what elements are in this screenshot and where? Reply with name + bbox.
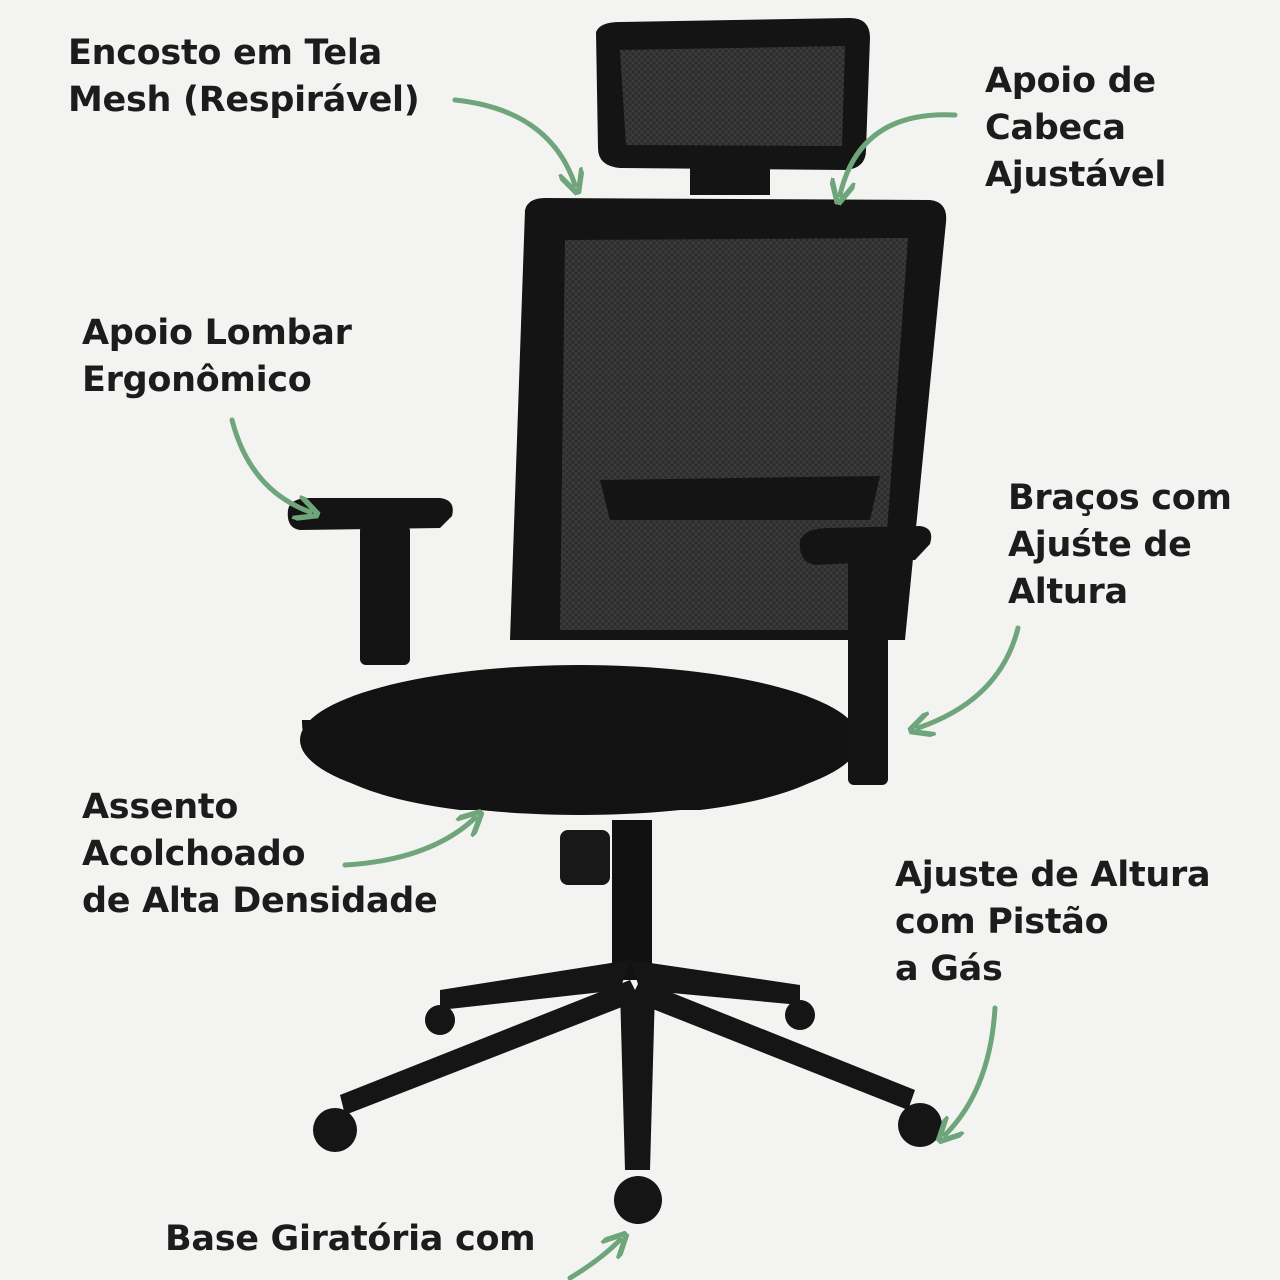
label-lumbar: Apoio Lombar Ergonômico <box>82 310 352 404</box>
label-base: Base Giratória com <box>165 1216 536 1263</box>
arrow-headrest <box>840 112 958 195</box>
label-headrest: Apoio de Cabeca Ajustável <box>985 58 1166 199</box>
label-line: Apoio Lombar <box>82 313 352 353</box>
label-line: Altura <box>1008 572 1128 612</box>
headrest <box>596 18 870 195</box>
label-line: Cabeca <box>985 108 1126 148</box>
lumbar-support <box>600 476 880 520</box>
label-line: Acolchoado <box>82 834 306 874</box>
gas-lift <box>560 820 652 980</box>
label-gas-lift: Ajuste de Altura com Pistão a Gás <box>895 852 1211 993</box>
label-line: Encosto em Tela <box>68 33 382 73</box>
arrow-mesh-back <box>452 97 575 185</box>
label-line: Assento <box>82 787 239 827</box>
label-line: com Pistão <box>895 902 1109 942</box>
arrow-gas-lift <box>945 1005 998 1135</box>
label-line: Mesh (Respirável) <box>68 80 420 120</box>
star-base <box>313 960 942 1224</box>
label-line: de Alta Densidade <box>82 881 438 921</box>
seat-cushion <box>300 665 860 815</box>
arrow-arms <box>918 625 1021 728</box>
arrow-base <box>567 1240 620 1280</box>
arrow-seat <box>342 818 475 868</box>
label-line: Ajustável <box>985 155 1167 195</box>
label-line: a Gás <box>895 949 1003 989</box>
label-line: Braços com <box>1008 478 1232 518</box>
arrow-lumbar <box>229 417 310 512</box>
label-mesh-back: Encosto em Tela Mesh (Respirável) <box>68 30 420 124</box>
label-line: Ergonômico <box>82 360 312 400</box>
label-line: Apoio de <box>985 61 1156 101</box>
label-seat: Assento Acolchoado de Alta Densidade <box>82 784 438 925</box>
label-line: Base Giratória com <box>165 1219 536 1259</box>
label-line: Ajuśte de <box>1008 525 1192 565</box>
armrests <box>287 498 932 785</box>
label-arms: Braços com Ajuśte de Altura <box>1008 475 1232 616</box>
label-line: Ajuste de Altura <box>895 855 1211 895</box>
